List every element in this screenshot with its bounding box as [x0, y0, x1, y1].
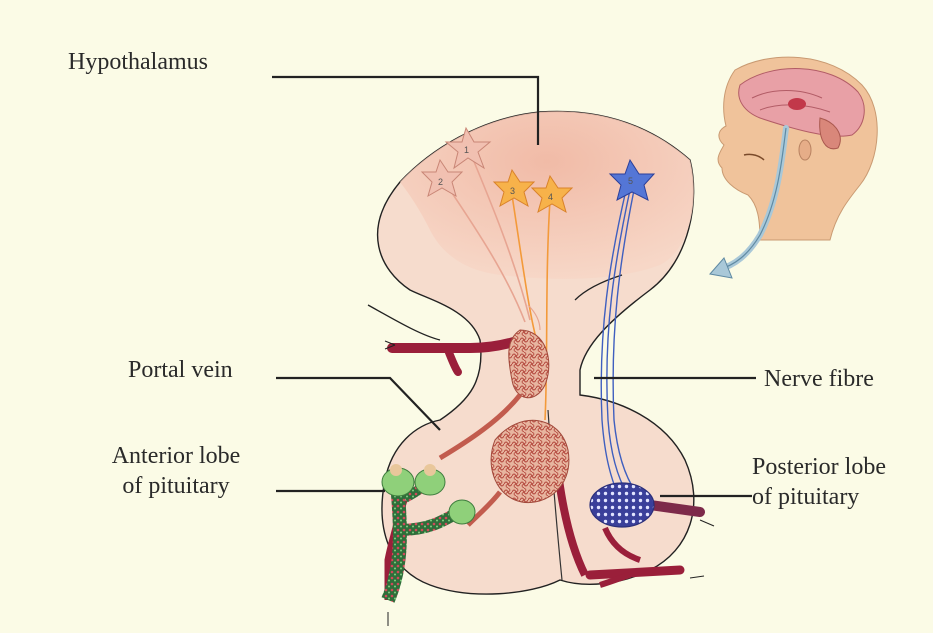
- neuron-number-1: 1: [464, 145, 469, 155]
- label-posterior-line1: Posterior lobe: [752, 452, 886, 482]
- leader-portal-vein: [276, 378, 440, 430]
- label-posterior-line2: of pituitary: [752, 482, 886, 512]
- neuron-number-2: 2: [438, 177, 443, 187]
- label-anterior-lobe: Anterior lobe of pituitary: [84, 441, 268, 501]
- head-illustration: [710, 57, 877, 278]
- neuron-number-4: 4: [548, 192, 553, 202]
- label-anterior-line1: Anterior lobe: [84, 441, 268, 471]
- label-anterior-line2: of pituitary: [84, 471, 268, 501]
- label-portal-vein: Portal vein: [128, 355, 233, 385]
- neuron-number-3: 3: [510, 186, 515, 196]
- label-posterior-lobe: Posterior lobe of pituitary: [752, 452, 886, 512]
- label-hypothalamus: Hypothalamus: [68, 47, 208, 77]
- neuron-number-5: 5: [628, 176, 633, 186]
- label-nerve-fibre: Nerve fibre: [764, 364, 874, 394]
